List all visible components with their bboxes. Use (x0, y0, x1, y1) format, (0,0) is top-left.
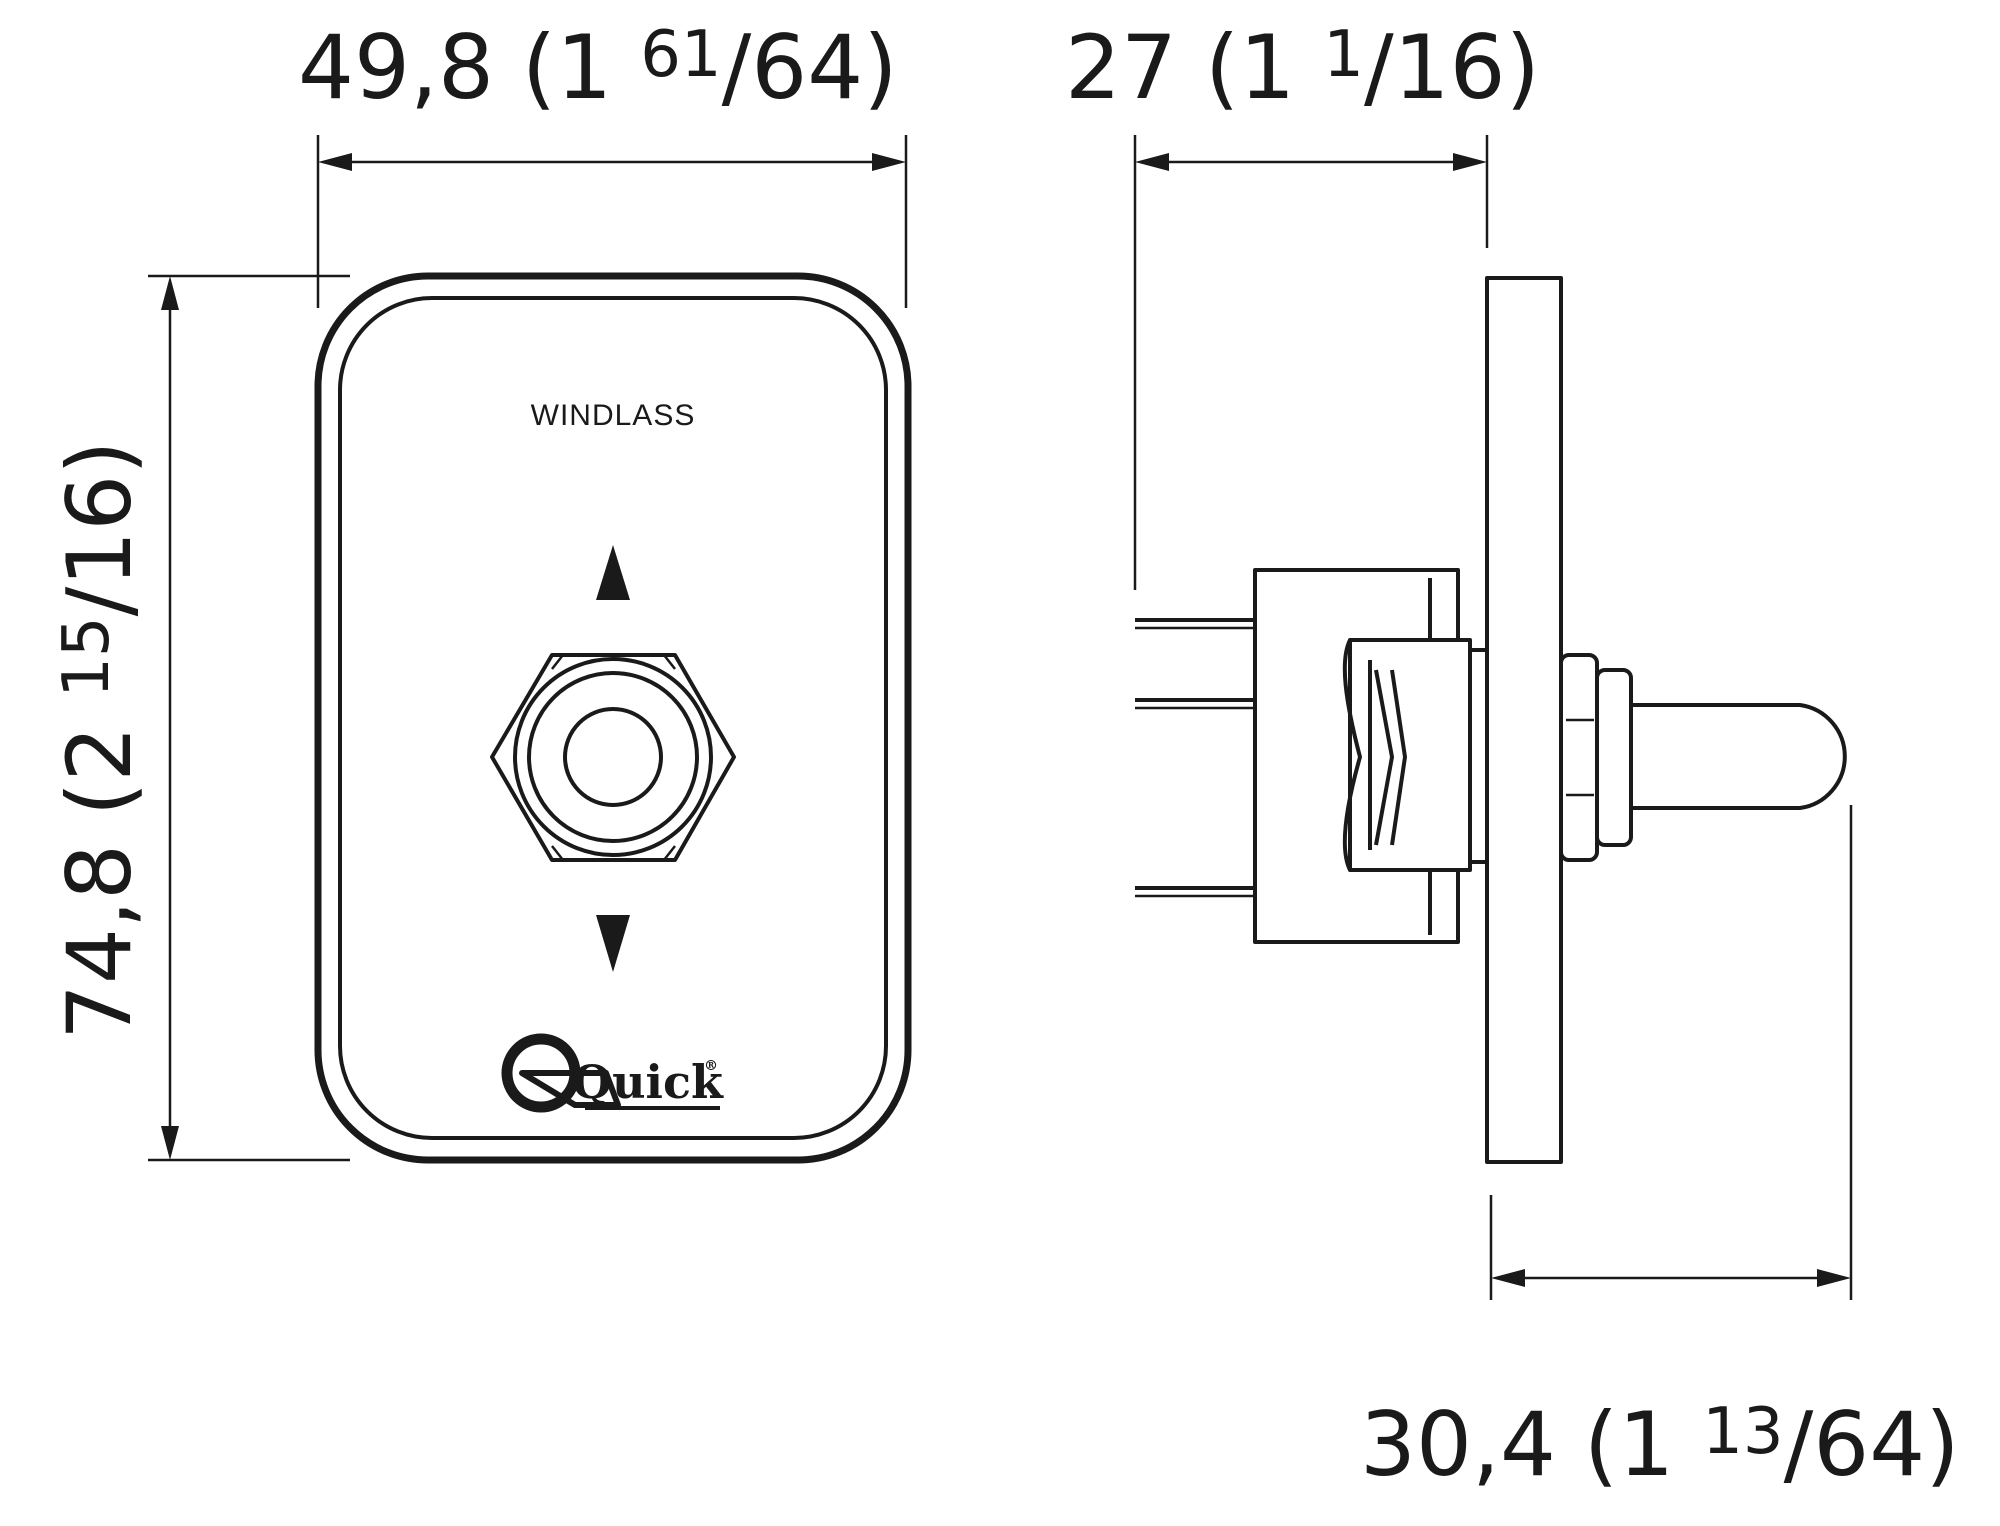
push-button-icon (490, 653, 736, 862)
bushing-nut (1559, 653, 1599, 862)
height-dimension: 74,8 (2 15/16) (48, 274, 350, 1162)
mounting-plate (1485, 276, 1563, 1164)
toggle-lever (1629, 703, 1847, 810)
arrow-down-icon (596, 915, 630, 972)
depth-back-dimension: 27 (1 1/16) (1065, 16, 1540, 590)
arrow-up-icon (596, 545, 630, 600)
quick-logo: Quick ® (501, 1033, 724, 1113)
height-dimension-label: 74,8 (2 15/16) (48, 440, 151, 1040)
svg-text:Quick: Quick (572, 1055, 724, 1109)
front-view: WINDLASS Quick ® (314, 272, 912, 1164)
panel-inner-border (338, 296, 888, 1140)
depth-front-dimension: 30,4 (1 13/64) (1360, 805, 1960, 1496)
panel-label: WINDLASS (531, 399, 696, 432)
depth-front-dimension-label: 30,4 (1 13/64) (1360, 1393, 1960, 1496)
depth-back-dimension-label: 27 (1 1/16) (1065, 16, 1540, 119)
width-dimension: 49,8 (1 61/64) (298, 16, 908, 308)
svg-text:®: ® (704, 1058, 718, 1074)
side-view (1135, 276, 1847, 1164)
width-dimension-label: 49,8 (1 61/64) (298, 16, 898, 119)
panel-outer-border (314, 272, 912, 1164)
